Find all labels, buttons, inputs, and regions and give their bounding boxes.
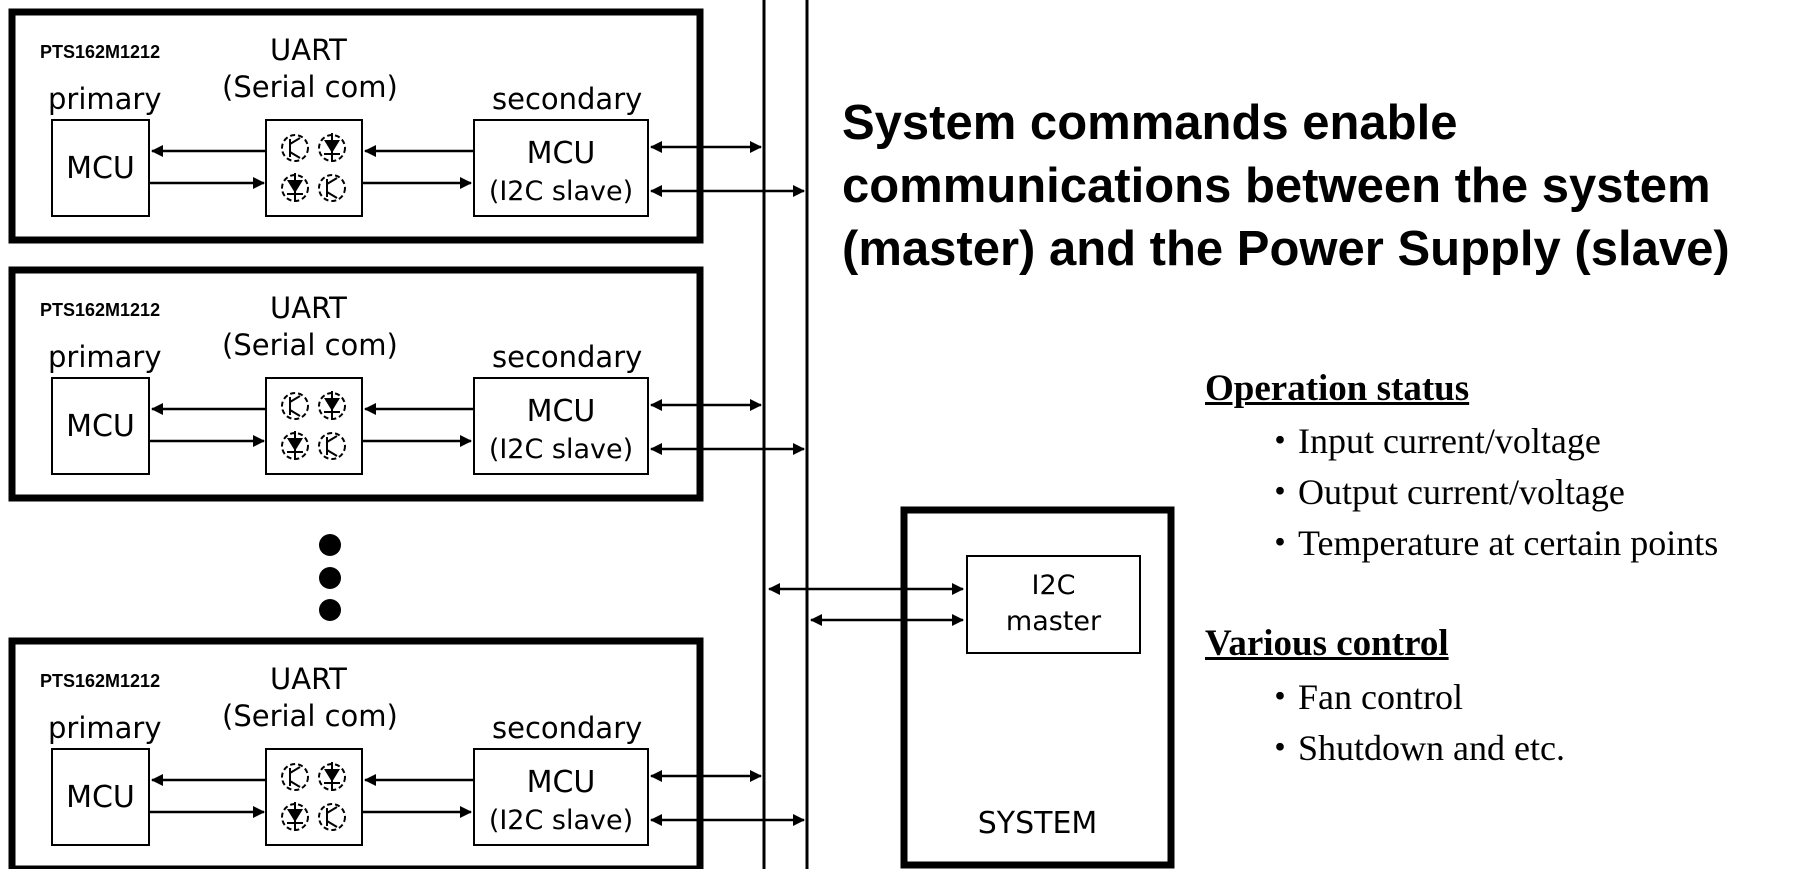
secondary-mcu-box: [473, 377, 649, 475]
primary-mcu-label: MCU: [66, 780, 135, 815]
power-supply-unit-1: [8, 8, 805, 244]
optocoupler-box: [265, 748, 363, 846]
primary-mcu-box: [51, 748, 150, 846]
system-label: SYSTEM: [977, 806, 1098, 841]
secondary-mcu-label: MCU: [526, 136, 596, 171]
headline-line-3: (master) and the Power Supply (slave): [842, 222, 1730, 276]
headline: System commands enable communications be…: [842, 92, 1812, 281]
i2c-slave-label: (I2C slave): [488, 176, 634, 207]
operation-item: ・Temperature at certain points: [1262, 523, 1719, 563]
headline-line-2: communications between the system: [842, 159, 1711, 213]
unit-model-label: PTS162M1212: [40, 671, 161, 691]
primary-mcu-box: [51, 377, 150, 475]
control-item: ・Shutdown and etc.: [1262, 728, 1565, 768]
uart-label: UART: [270, 33, 347, 67]
operation-item: ・Input current/voltage: [1262, 421, 1601, 461]
serial-com-label: (Serial com): [222, 70, 398, 104]
i2c-master-box: [966, 555, 1141, 654]
secondary-mcu-label: MCU: [526, 765, 596, 800]
power-supply-unit-3: [8, 637, 805, 869]
unit-model-label: PTS162M1212: [40, 42, 161, 62]
i2c-master-label-line2: master: [1005, 606, 1102, 637]
uart-label: UART: [270, 662, 347, 696]
ellipsis-dot: [319, 599, 341, 621]
operation-item: ・Output current/voltage: [1262, 472, 1625, 512]
primary-mcu-label: MCU: [66, 151, 135, 186]
uart-label: UART: [270, 291, 347, 325]
system-frame: [900, 506, 1175, 869]
primary-label: primary: [48, 711, 162, 745]
primary-label: primary: [48, 340, 162, 374]
headline-line-1: System commands enable: [842, 96, 1458, 150]
secondary-mcu-box: [473, 748, 649, 846]
operation-status-list: ・Input current/voltage ・Output current/v…: [1262, 416, 1718, 569]
serial-com-label: (Serial com): [222, 699, 398, 733]
power-supply-unit-2: [8, 266, 805, 502]
i2c-master-label-line1: I2C: [1031, 570, 1076, 601]
optocoupler-box: [265, 119, 363, 217]
operation-status-title: Operation status: [1205, 368, 1470, 409]
unit-frame: [8, 8, 704, 244]
secondary-mcu-box: [473, 119, 649, 217]
secondary-label: secondary: [492, 340, 643, 374]
i2c-slave-label: (I2C slave): [488, 434, 634, 465]
various-control-list: ・Fan control ・Shutdown and etc.: [1262, 672, 1565, 774]
unit-frame: [8, 637, 704, 869]
ellipsis-dot: [319, 534, 341, 556]
ellipsis-dot: [319, 567, 341, 589]
i2c-slave-label: (I2C slave): [488, 805, 634, 836]
primary-label: primary: [48, 82, 162, 116]
optocoupler-box: [265, 377, 363, 475]
primary-mcu-label: MCU: [66, 409, 135, 444]
unit-model-label: PTS162M1212: [40, 300, 161, 320]
various-control-title: Various control: [1205, 623, 1449, 664]
serial-com-label: (Serial com): [222, 328, 398, 362]
unit-frame: [8, 266, 704, 502]
secondary-label: secondary: [492, 82, 643, 116]
primary-mcu-box: [51, 119, 150, 217]
secondary-mcu-label: MCU: [526, 394, 596, 429]
secondary-label: secondary: [492, 711, 643, 745]
control-item: ・Fan control: [1262, 677, 1463, 717]
